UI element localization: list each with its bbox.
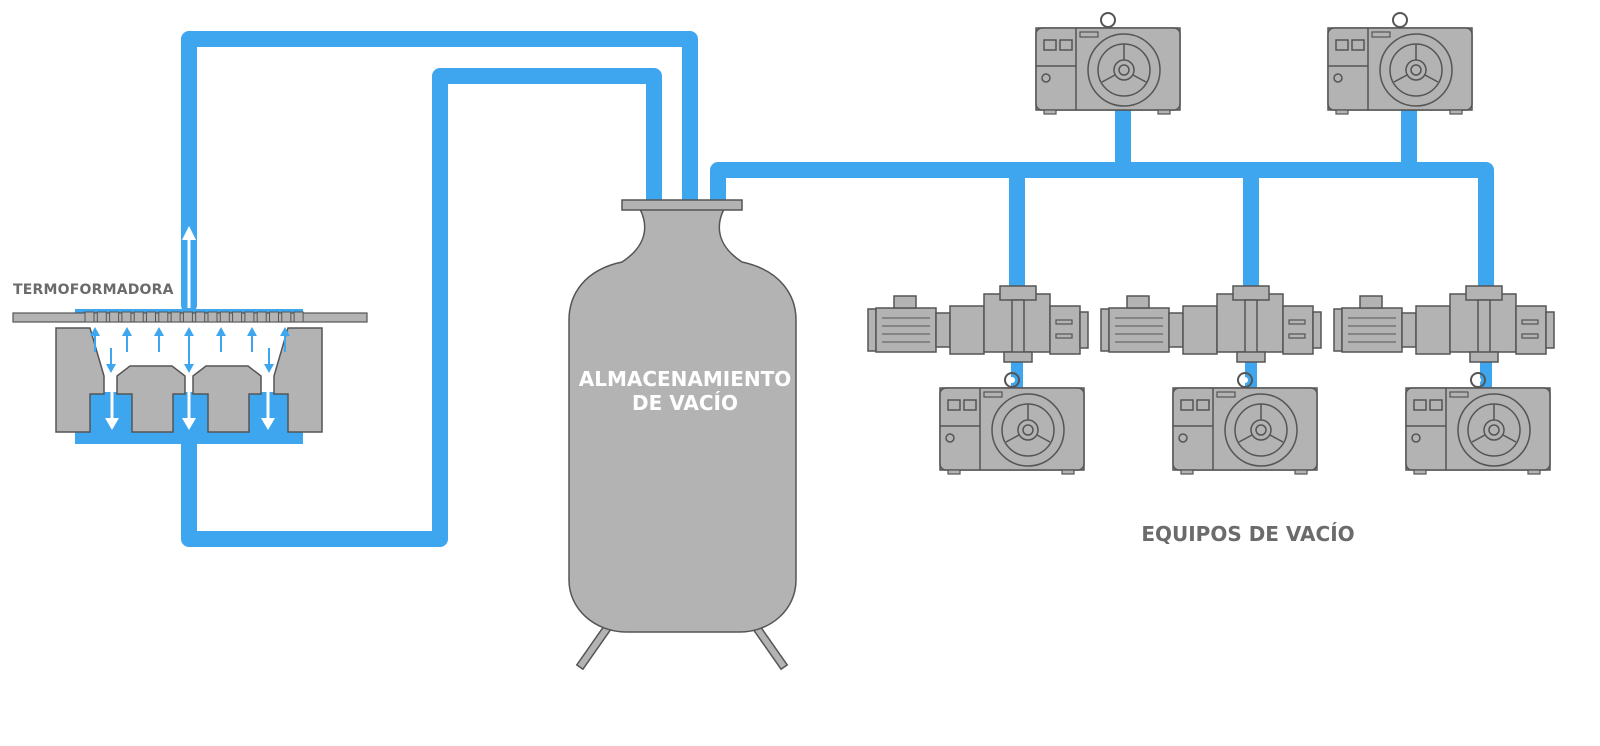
perforation-hole (109, 311, 120, 323)
rotary-vane-pump-icon (1405, 372, 1551, 475)
air-flow-arrow-icon (263, 347, 275, 374)
rotary-vane-pump-icon (939, 372, 1085, 475)
perforation-hole (219, 311, 230, 323)
thermoformer (12, 226, 368, 444)
rotary-vane-pump-icon (1035, 12, 1181, 115)
perforation-hole (170, 311, 181, 323)
vacuum-equipment (867, 12, 1555, 475)
rotary-vane-pump-icon (1172, 372, 1318, 475)
perforation-hole (121, 311, 132, 323)
vacuum-tank-icon (568, 199, 797, 671)
perforation-hole (146, 311, 156, 323)
perforation-hole (269, 311, 279, 323)
roots-booster-pump-icon (1100, 285, 1322, 363)
perforation-hole (96, 311, 107, 323)
air-flow-arrow-icon (246, 326, 258, 353)
perforated-plate (84, 311, 304, 323)
perforation-hole (293, 311, 304, 323)
perforation-hole (84, 311, 95, 323)
air-flow-arrow-icon (215, 326, 227, 353)
air-flow-arrow-icon (105, 347, 117, 374)
air-flow-arrow-icon (182, 226, 196, 308)
perforation-hole (207, 311, 218, 323)
perforation-hole (232, 311, 243, 323)
perforation-hole (281, 311, 292, 323)
perforation-hole (158, 311, 169, 323)
perforation-hole (256, 311, 267, 323)
perforation-hole (182, 311, 193, 323)
roots-booster-pump-icon (867, 285, 1089, 363)
air-flow-arrow-icon (183, 347, 195, 374)
thermoformer-label: TERMOFORMADORA (13, 282, 174, 298)
perforation-hole (133, 311, 144, 323)
tank-label-line2: DE VACÍO (632, 391, 738, 415)
roots-booster-pump-icon (1333, 285, 1555, 363)
perforation-hole (244, 311, 255, 323)
tank-label-line1: ALMACENAMIENTO (579, 367, 792, 391)
air-flow-arrow-icon (184, 327, 194, 350)
vacuum-piping (181, 31, 1494, 547)
equipment-label: EQUIPOS DE VACÍO (1141, 522, 1354, 546)
air-flow-arrow-icon (153, 326, 165, 353)
air-flow-arrow-icon (121, 326, 133, 353)
perforation-hole (195, 311, 206, 323)
rotary-vane-pump-icon (1327, 12, 1473, 115)
